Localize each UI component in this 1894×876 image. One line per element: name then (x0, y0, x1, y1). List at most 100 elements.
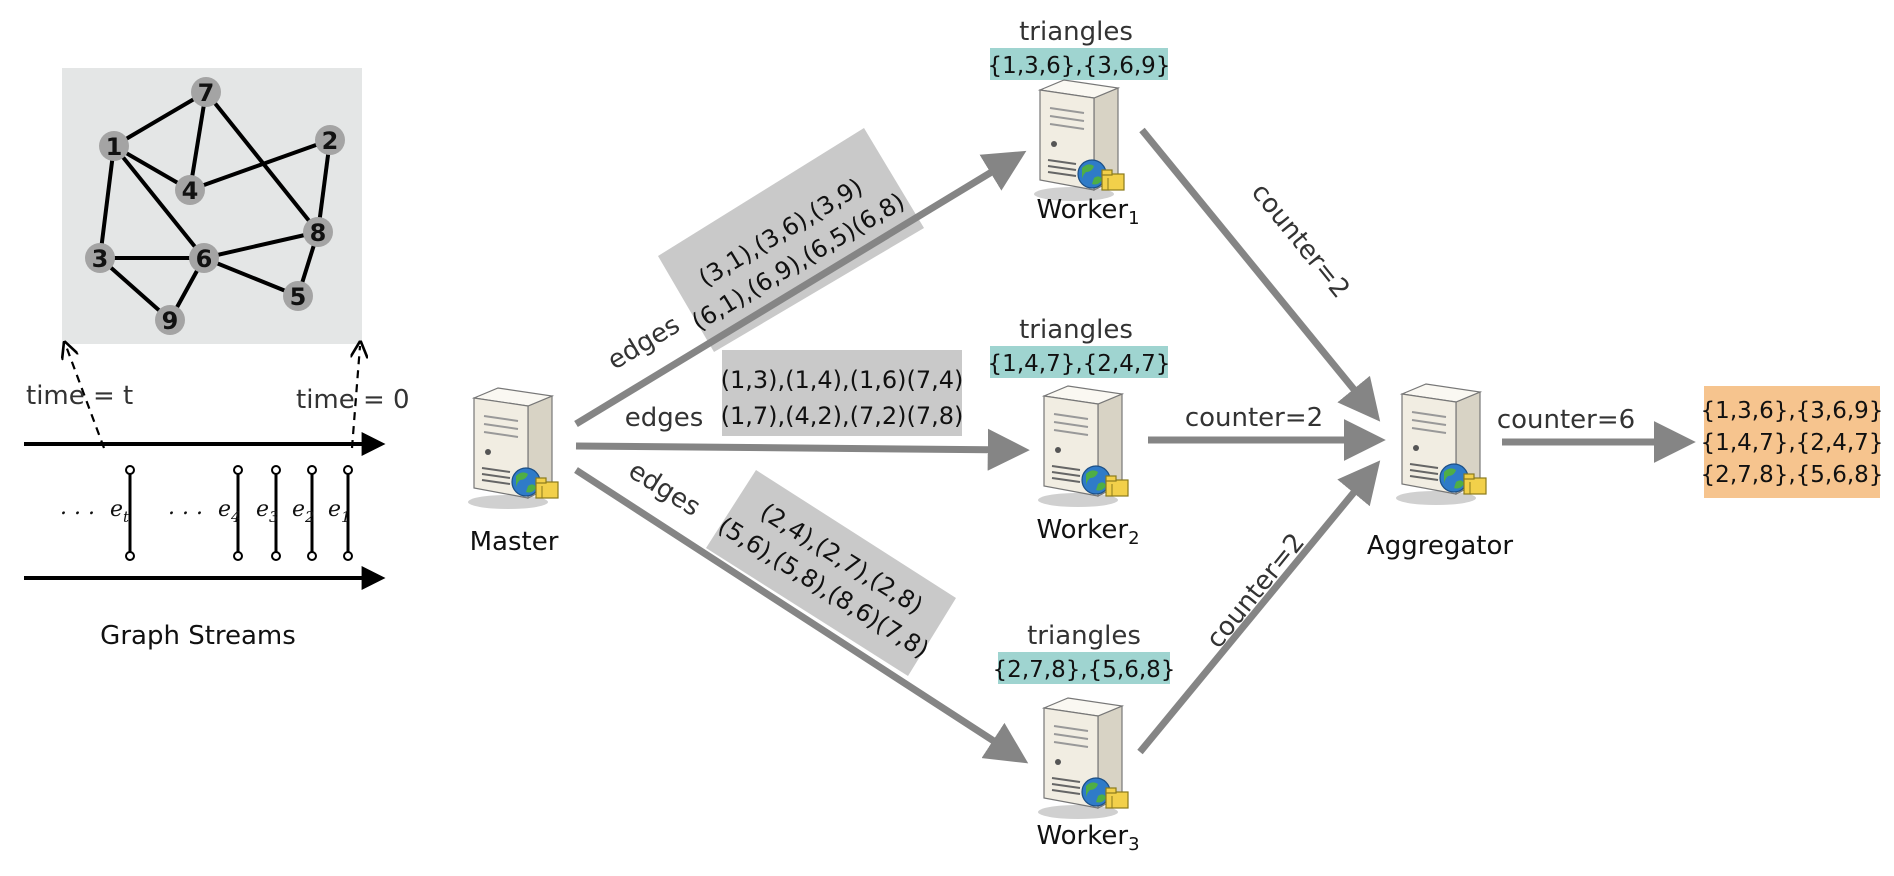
worker-3-name: Worker (1036, 821, 1128, 851)
graph-panel: 1 2 3 4 5 6 7 8 9 (62, 68, 362, 344)
graph-edge-3-9 (98, 256, 172, 322)
graph-node-label-1: 1 (106, 133, 123, 161)
worker-1-server-icon (1033, 79, 1125, 202)
graph-node-8 (303, 217, 333, 247)
graph-edge-1-7 (112, 90, 208, 148)
aggregator-server-icon (1395, 383, 1487, 506)
worker-2-triangles-box (990, 346, 1168, 378)
master-to-worker-3-arrow (574, 467, 1029, 764)
edge-batch-worker-2: (1,3),(1,4),(1,6)(7,4) (1,7),(4,2),(7,2)… (721, 350, 964, 436)
stream-event-label-t: et (110, 497, 130, 526)
graph-edge-4-2 (189, 138, 331, 192)
result-box: {1,3,6},{3,6,9} {1,4,7},{2,4,7} {2,7,8},… (1701, 386, 1884, 498)
graph-node-9 (155, 305, 185, 335)
worker-2-name: Worker (1036, 515, 1128, 545)
graph-node-label-2: 2 (322, 127, 339, 155)
time-0-arrow (352, 346, 360, 449)
worker-3-server-icon (1037, 697, 1129, 820)
stream-event-sub-1: 1 (341, 508, 351, 526)
graph-node-1 (99, 131, 129, 161)
arrows (574, 127, 1696, 764)
graph-node-label-8: 8 (310, 219, 327, 247)
graph-node-label-4: 4 (182, 177, 199, 205)
worker-1-label: Worker1 (1036, 195, 1139, 229)
stream-event-end-3-top (271, 465, 281, 475)
worker-2-triangles-label: triangles (1019, 315, 1133, 345)
graph-node-label-6: 6 (196, 245, 213, 273)
worker-2-server-icon (1037, 385, 1129, 508)
stream-event-main-3: e (256, 497, 269, 522)
result-box-bg (1704, 386, 1880, 498)
stream-event-sub-3: 3 (269, 508, 279, 526)
graph-edge-7-8 (204, 90, 320, 234)
graph-node-label-5: 5 (290, 283, 307, 311)
stream-dots-left: . . . (60, 495, 95, 520)
edge-batch-2-line-1: (1,3),(1,4),(1,6)(7,4) (721, 366, 964, 394)
worker-1-name: Worker (1036, 195, 1128, 225)
result-line-3: {2,7,8},{5,6,8} (1701, 462, 1884, 488)
graph-edge-6-5 (203, 256, 299, 298)
stream-event-end-4-bottom (233, 551, 243, 561)
graph-node-label-7: 7 (198, 79, 215, 107)
worker-2-subscript: 2 (1128, 528, 1139, 549)
graph-edge-7-4 (188, 91, 208, 191)
result-line-2: {1,4,7},{2,4,7} (1701, 430, 1884, 456)
stream-event-main-2: e (292, 497, 305, 522)
master-label: Master (470, 527, 559, 557)
edges-label-worker-3: edges (623, 456, 706, 523)
edges-label-worker-2: edges (625, 403, 704, 433)
worker-1-triangles-box (990, 48, 1168, 80)
worker-3-triangles-label: triangles (1027, 621, 1141, 651)
graph-node-5 (283, 281, 313, 311)
worker-1-triangles-label: triangles (1019, 17, 1133, 47)
stream-dots-mid: . . . (168, 495, 203, 520)
stream-event-main-1: e (328, 497, 341, 522)
counter-label-worker-3: counter=2 (1201, 528, 1311, 654)
edge-batch-worker-3: (2,4),(2,7),(2,8) (5,6),(5,8),(8,6)(7,8) (706, 470, 956, 676)
worker-1-subscript: 1 (1128, 208, 1139, 229)
worker-3-label: Worker3 (1036, 821, 1139, 855)
graph-edge-1-3 (98, 145, 116, 259)
counter-label-aggregator: counter=6 (1497, 405, 1635, 435)
stream-event-main-4: e (218, 497, 231, 522)
time-t-label: time = t (26, 381, 133, 411)
master-to-worker-2-arrow (575, 428, 1030, 471)
graph-streams-caption: Graph Streams (100, 621, 296, 651)
master-node: Master (467, 387, 559, 557)
stream-event-end-1-top (343, 465, 353, 475)
stream-event-sub-4: 4 (230, 508, 241, 526)
result-line-1: {1,3,6},{3,6,9} (1701, 398, 1884, 424)
worker-3-to-aggregator-arrow (1137, 460, 1381, 755)
graph-node-label-3: 3 (92, 245, 109, 273)
stream-event-end-2-top (307, 465, 317, 475)
stream-event-end-t-top (125, 465, 135, 475)
graph-node-label-9: 9 (162, 307, 179, 335)
graph-edge-2-8 (316, 139, 332, 233)
worker-3-triangles: {2,7,8},{5,6,8} (993, 657, 1176, 683)
stream-event-label-3: e3 (256, 497, 279, 526)
stream-event-end-4-top (233, 465, 243, 475)
graph-node-3 (85, 243, 115, 273)
worker-1-to-aggregator-arrow (1139, 127, 1381, 422)
stream-event-end-t-bottom (125, 551, 135, 561)
stream-event-label-4: e4 (218, 497, 241, 526)
worker-2-node: triangles {1,4,7},{2,4,7} Worker2 (988, 315, 1171, 549)
worker-3-subscript: 3 (1128, 834, 1139, 855)
stream-event-sub-2: 2 (304, 508, 315, 526)
stream-event-main-t: e (110, 497, 123, 522)
master-to-worker-1-arrow (574, 150, 1027, 427)
graph-node-7 (191, 77, 221, 107)
stream-event-end-1-bottom (343, 551, 353, 561)
graph-node-6 (189, 243, 219, 273)
worker-2-triangles: {1,4,7},{2,4,7} (988, 351, 1171, 377)
graph-edge-6-8 (203, 230, 319, 260)
stream-event-label-2: e2 (292, 497, 315, 526)
time-t-arrow (66, 346, 106, 449)
edge-batch-2-line-2: (1,7),(4,2),(7,2)(7,8) (721, 402, 964, 430)
aggregator-node: Aggregator (1367, 383, 1513, 561)
worker-1-triangles: {1,3,6},{3,6,9} (988, 53, 1171, 79)
stream-event-end-2-bottom (307, 551, 317, 561)
